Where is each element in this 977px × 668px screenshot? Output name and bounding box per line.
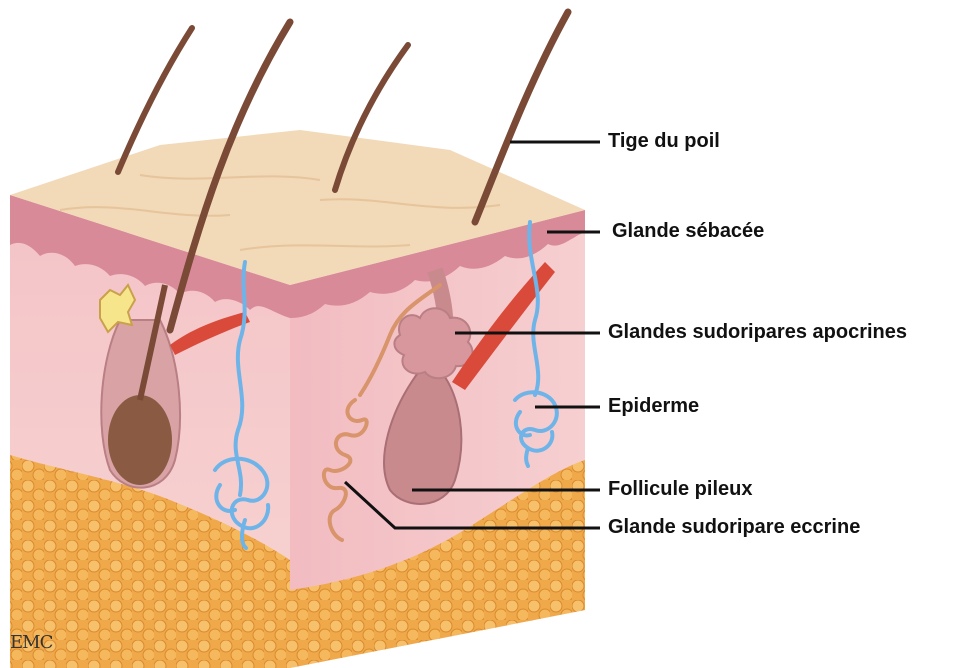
label-follicule-pileux: Follicule pileux (608, 479, 752, 499)
label-glandes-apocrines: Glandes sudoripares apocrines (608, 322, 907, 342)
emc-logo: EMC (10, 632, 52, 653)
label-glande-eccrine: Glande sudoripare eccrine (608, 517, 860, 537)
label-epiderme: Epiderme (608, 396, 699, 416)
label-tige-du-poil: Tige du poil (608, 131, 720, 151)
label-glande-sebacee: Glande sébacée (612, 221, 764, 241)
